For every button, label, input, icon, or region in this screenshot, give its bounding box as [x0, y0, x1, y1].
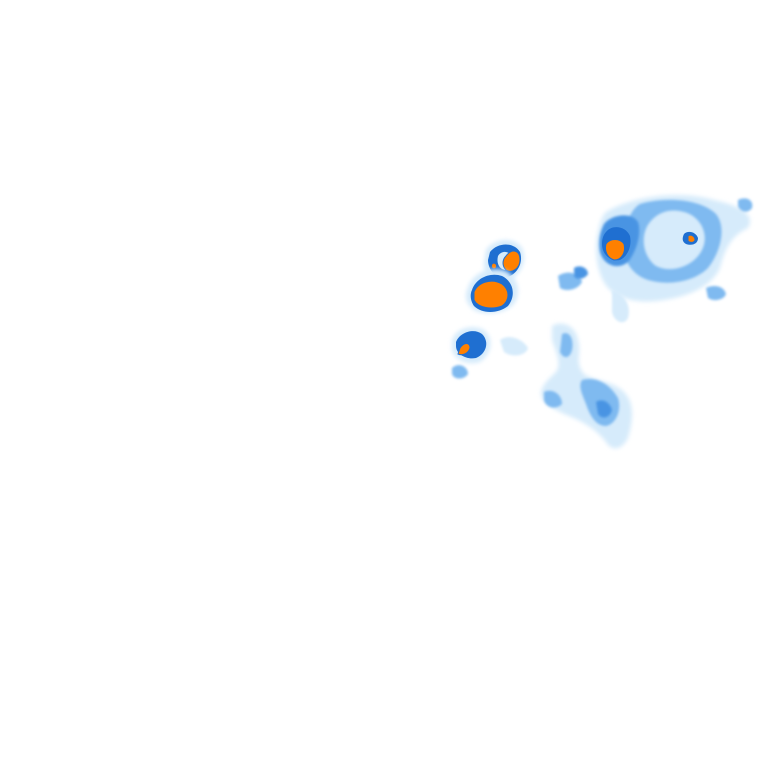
rain-band-south: [500, 323, 632, 449]
storm-cell-west: [452, 327, 491, 379]
storm-cell-central-south: [466, 268, 519, 314]
storm-cell-northeast-ring: [558, 195, 753, 323]
